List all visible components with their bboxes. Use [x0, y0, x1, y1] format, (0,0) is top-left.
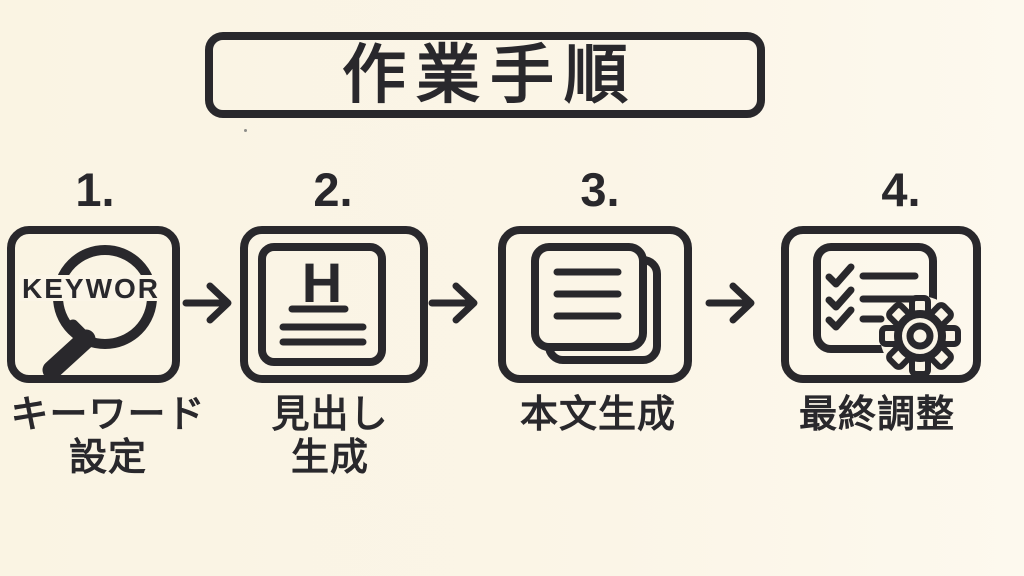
step-1-label-line-2: 設定: [68, 437, 148, 479]
step-2-label-line-1: 見出し: [271, 394, 389, 436]
step-2-box: H: [240, 226, 428, 383]
step-1-label: キーワード 設定: [10, 394, 205, 480]
checklist-gear-icon: [813, 242, 961, 375]
step-4-box: [781, 226, 981, 383]
magnifier-label: KEYWOR: [22, 273, 160, 304]
step-4-number: 4.: [881, 163, 921, 216]
heading-letter: H: [302, 251, 342, 314]
arrow-right-icon: [428, 282, 478, 324]
keyword-magnifier-icon: KEYWOR: [19, 245, 160, 375]
title-box: 作業手順: [205, 32, 765, 118]
step-1-number: 1.: [75, 163, 115, 216]
heading-document-icon: H: [258, 243, 386, 366]
step-4-label-line-1: 最終調整: [798, 394, 956, 436]
stacked-documents-icon: [531, 243, 661, 364]
arrow-right-icon: [182, 282, 232, 324]
step-3-number: 3.: [580, 163, 620, 216]
gear-icon: [879, 294, 961, 375]
step-1-label-line-1: キーワード: [10, 394, 206, 436]
arrow-right-icon: [705, 282, 755, 324]
dust-speck: [244, 129, 247, 132]
step-1-box: KEYWOR: [7, 226, 180, 383]
step-3-label-line-1: 本文生成: [519, 394, 677, 436]
step-4-label: 最終調整: [799, 394, 955, 437]
step-2-number: 2.: [313, 163, 353, 216]
page-title: 作業手順: [342, 39, 638, 111]
step-3-box: [498, 226, 692, 383]
step-2-label: 見出し 生成: [271, 394, 388, 480]
step-3-label: 本文生成: [520, 394, 676, 437]
step-2-label-line-2: 生成: [290, 437, 370, 479]
